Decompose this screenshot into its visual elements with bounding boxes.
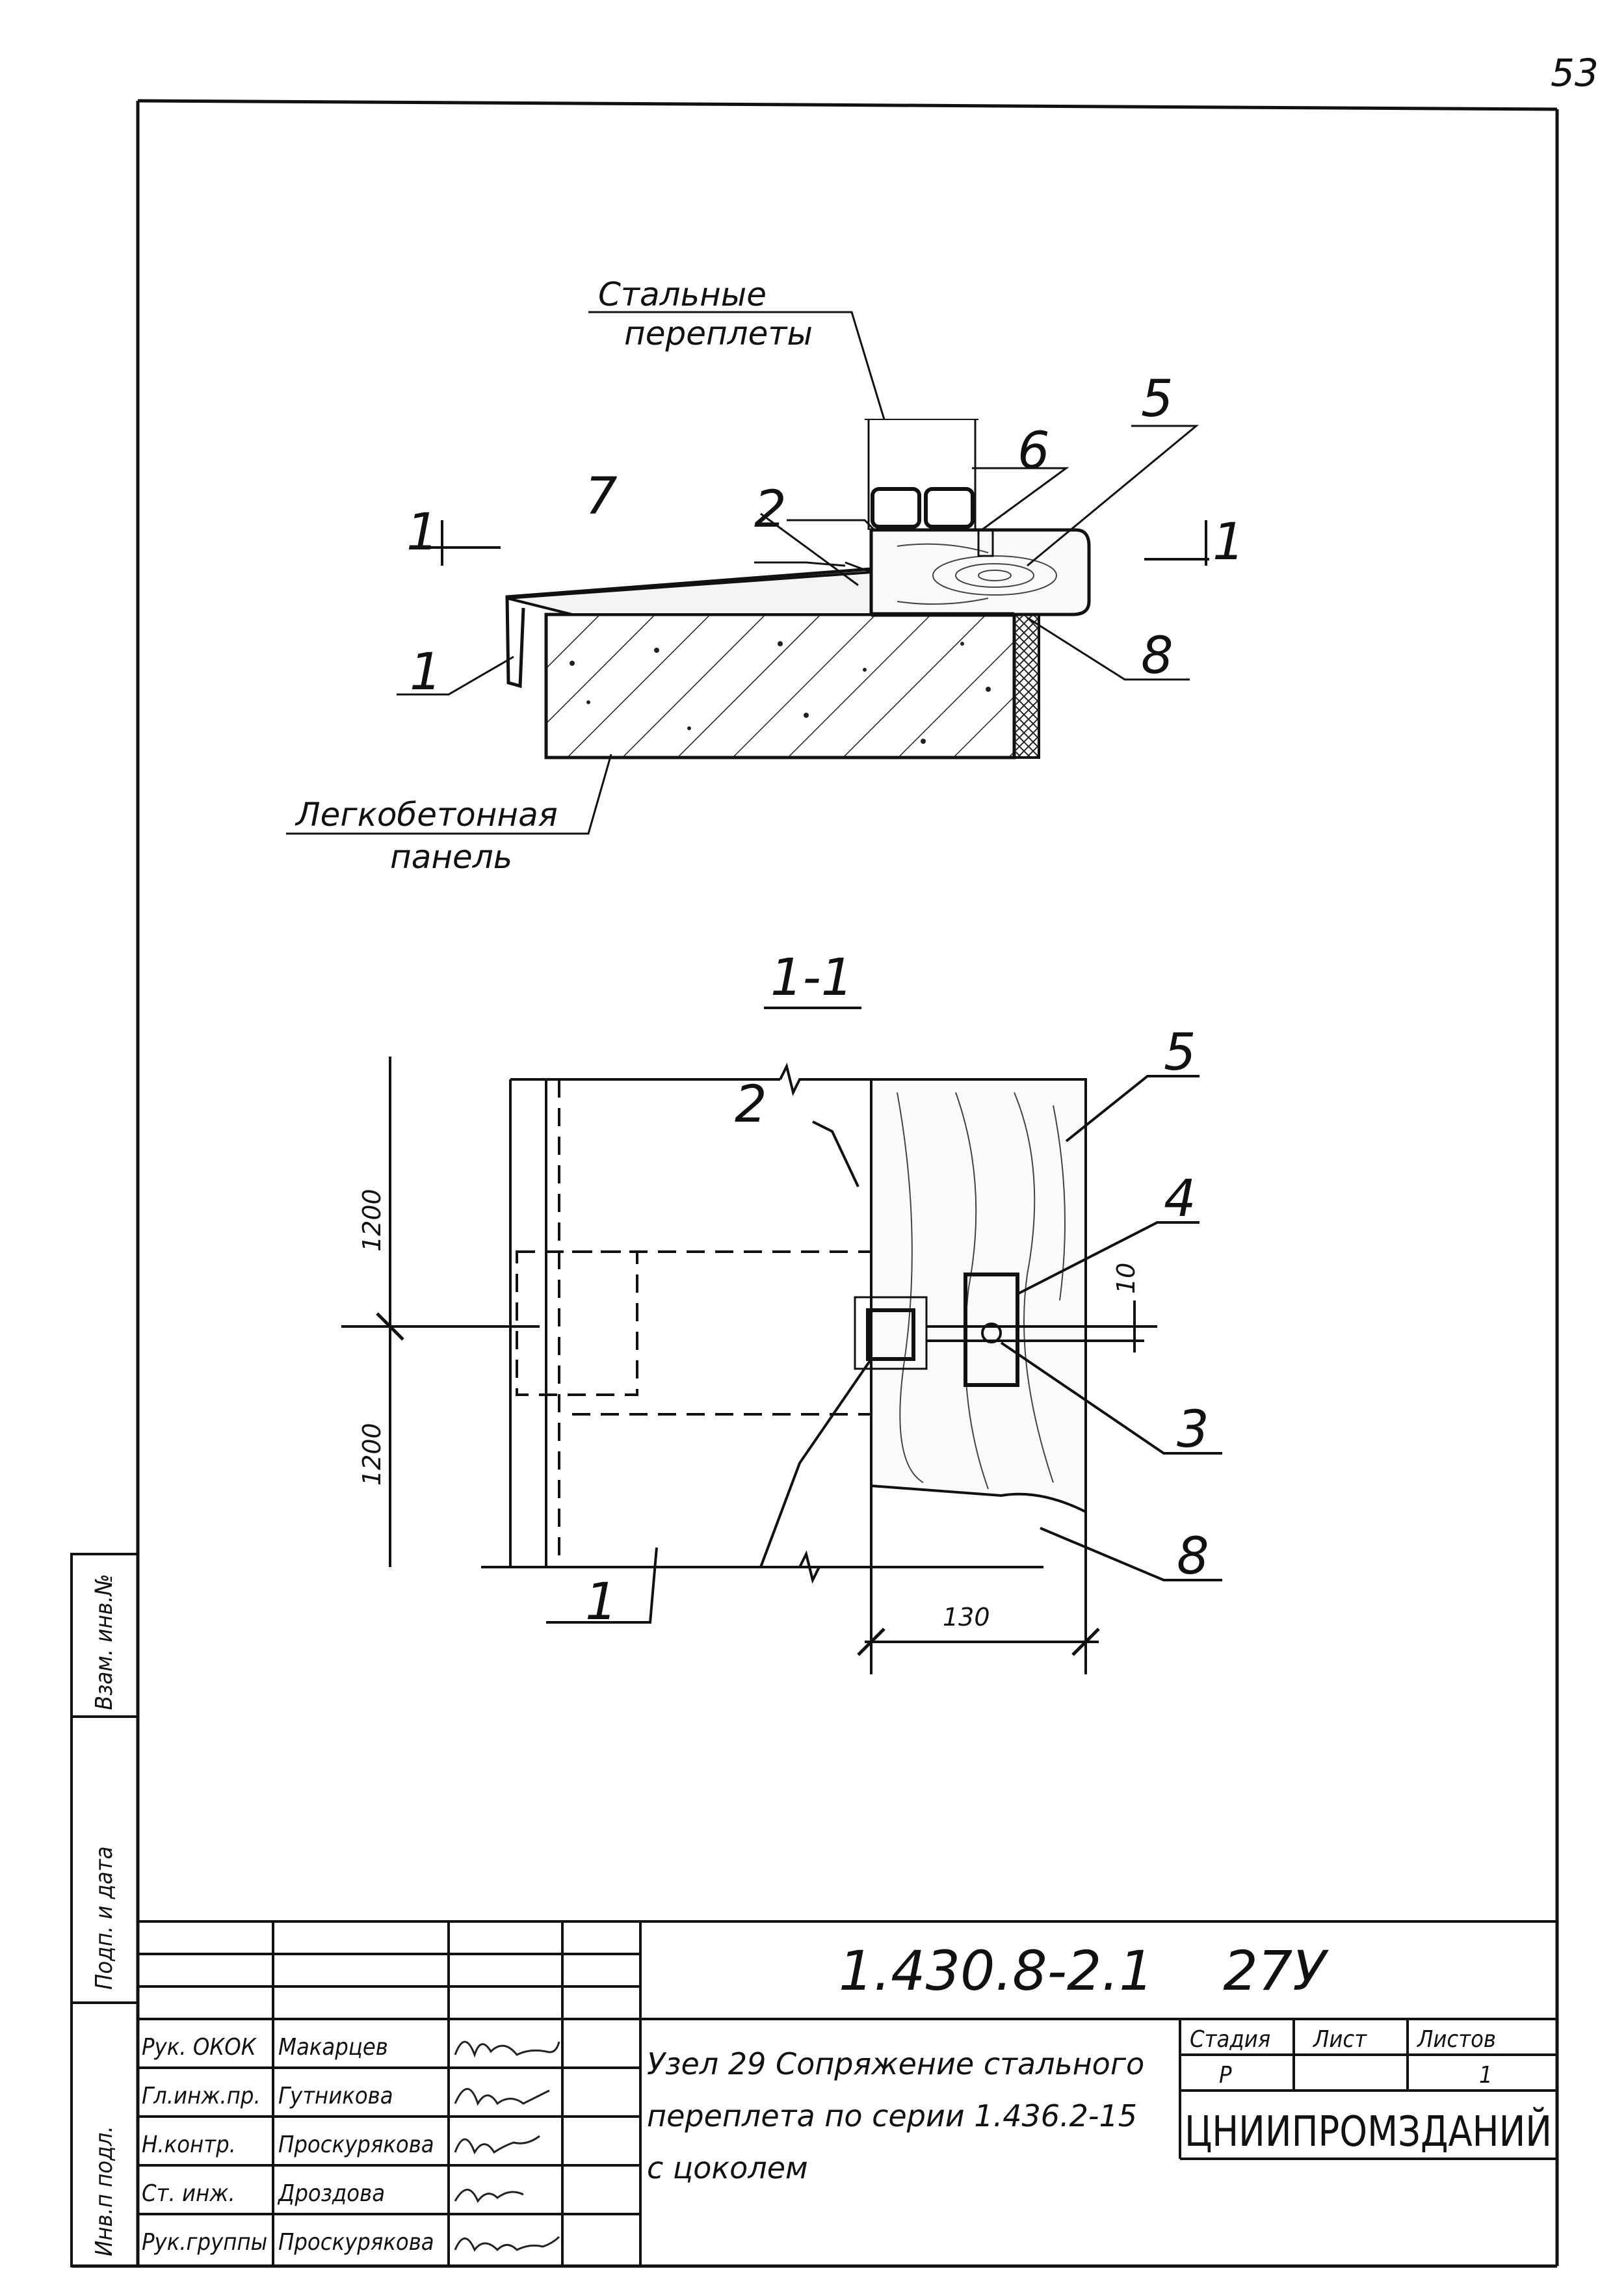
callout-2-upper: 2 <box>754 481 787 539</box>
page-number: 53 <box>1551 51 1599 95</box>
dim-10: 10 <box>1112 1263 1140 1294</box>
name-2: Гутникова <box>278 2083 393 2109</box>
callout-2-section: 2 <box>735 1075 767 1134</box>
dim-130: 130 <box>943 1603 990 1631</box>
wood-grain <box>897 543 1057 605</box>
role-2: Гл.инж.пр. <box>142 2083 261 2109</box>
callout-1-upper: 1 <box>410 643 442 702</box>
callout-8-upper: 8 <box>1141 627 1174 685</box>
role-3: Н.контр. <box>142 2131 236 2158</box>
upper-detail <box>286 311 1209 835</box>
callout-4-section: 4 <box>1164 1170 1196 1228</box>
name-1: Макарцев <box>278 2034 388 2061</box>
stamp-inv-podl: Инв.п подл. <box>91 2126 118 2256</box>
callout-5-upper: 5 <box>1141 370 1174 429</box>
bolt <box>981 1323 1002 1343</box>
section-view <box>341 1057 1222 1674</box>
steel-frame-profile-left <box>871 487 921 529</box>
screw <box>977 529 994 557</box>
role-4: Ст. инж. <box>142 2180 235 2207</box>
callout-7-upper: 7 <box>585 468 618 526</box>
panel-dots <box>570 641 991 744</box>
label-steel-frames-line2: переплеты <box>624 315 813 352</box>
steel-flashing <box>505 567 872 689</box>
role-5: Рук.группы <box>142 2229 267 2256</box>
organization: ЦНИИПРОМЗДАНИЙ <box>1185 2107 1552 2156</box>
callout-6-upper: 6 <box>1017 422 1050 481</box>
stage-header: Стадия <box>1190 2026 1270 2053</box>
title-block <box>138 1920 1557 2266</box>
section-title: 1-1 <box>770 949 853 1007</box>
stamp-vzam-inv: Взам. инв.№ <box>91 1574 118 1710</box>
concrete-panel <box>544 613 1016 759</box>
connector-plate <box>964 1273 1019 1387</box>
role-1: Рук. ОКОК <box>142 2034 257 2061</box>
document-code: 1.430.8-2.1 27У <box>839 1939 1329 2003</box>
label-panel-line1: Легкобетонная <box>295 796 558 834</box>
name-5: Проскурякова <box>278 2229 434 2256</box>
label-steel-frames-line1: Стальные <box>598 276 767 313</box>
insulation-strip <box>1013 613 1040 759</box>
sheets-header: Листов <box>1417 2026 1496 2053</box>
steel-frame-profile-right <box>924 487 975 529</box>
callout-3-section: 3 <box>1177 1401 1209 1459</box>
sheets-value: 1 <box>1479 2062 1493 2089</box>
section-frame-profile <box>866 1308 915 1361</box>
description-line-1: Узел 29 Сопряжение стального <box>647 2046 1144 2081</box>
stamp-podp-data: Подп. и дата <box>91 1846 118 1990</box>
stage-value: Р <box>1219 2062 1232 2089</box>
section-cut-marks <box>416 520 1209 566</box>
callout-5-section: 5 <box>1164 1023 1196 1082</box>
signatures <box>454 2040 560 2252</box>
side-stamp <box>70 1553 139 2267</box>
sheet-header: Лист <box>1313 2026 1367 2053</box>
section-mark-left: 1 <box>406 503 439 562</box>
description-line-3: с цоколем <box>647 2150 808 2185</box>
name-4: Дроздова <box>277 2180 385 2207</box>
section-timber <box>870 1078 1087 1514</box>
section-mark-right: 1 <box>1213 513 1245 572</box>
callout-8-section: 8 <box>1177 1527 1209 1586</box>
dim-1200-bottom: 1200 <box>358 1423 386 1486</box>
dim-1200-top: 1200 <box>358 1189 386 1252</box>
name-3: Проскурякова <box>278 2131 434 2158</box>
timber-board <box>869 528 1091 616</box>
label-panel-line2: панель <box>390 838 512 876</box>
drawing-frame <box>72 99 1559 2268</box>
callout-1-section: 1 <box>585 1573 618 1631</box>
description-line-2: переплета по серии 1.436.2-15 <box>647 2098 1137 2133</box>
